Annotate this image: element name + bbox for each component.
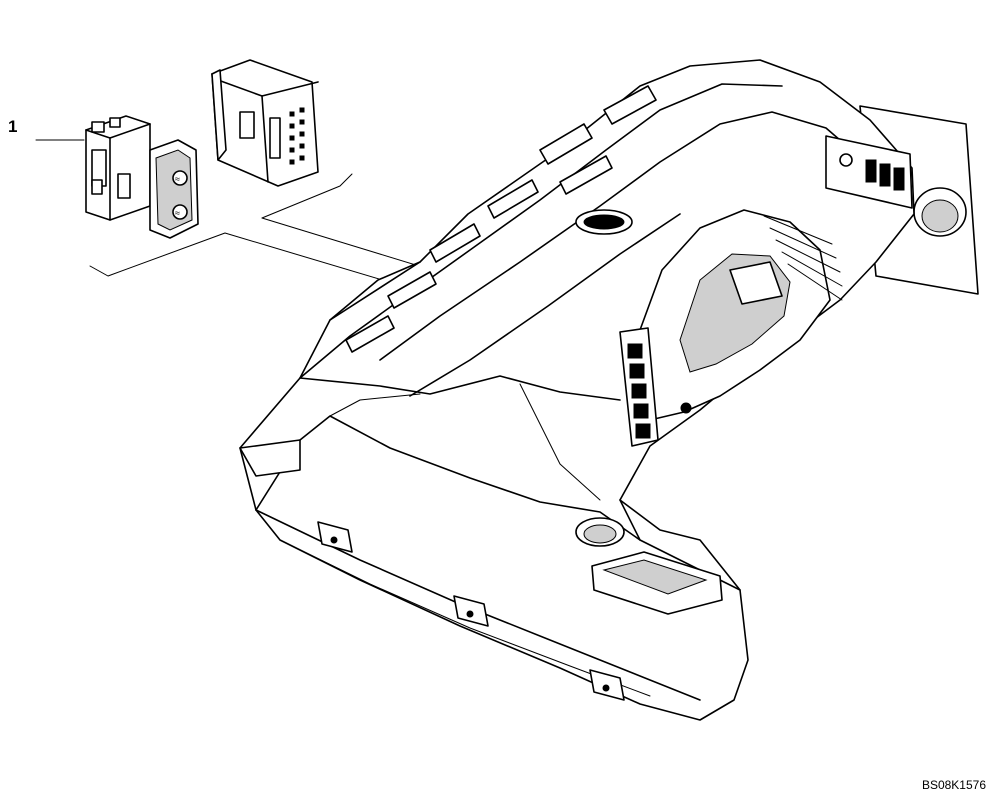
svg-text:≈: ≈ [175,208,180,218]
vent-slots [345,85,657,353]
switch-connector-block-icon [211,59,319,187]
mounting-tabs [317,521,625,701]
operator-console-panel-icon [239,59,979,721]
rocker-switch-icon: ≈ ≈ [85,115,199,239]
svg-text:≈: ≈ [175,174,180,184]
connector-pin-grid [289,107,305,165]
left-switch-strip [619,327,659,447]
right-switch-cluster [825,135,913,209]
figure-code-label: BS08K1576 [921,778,986,792]
callout-item-number: 1 [8,117,18,136]
